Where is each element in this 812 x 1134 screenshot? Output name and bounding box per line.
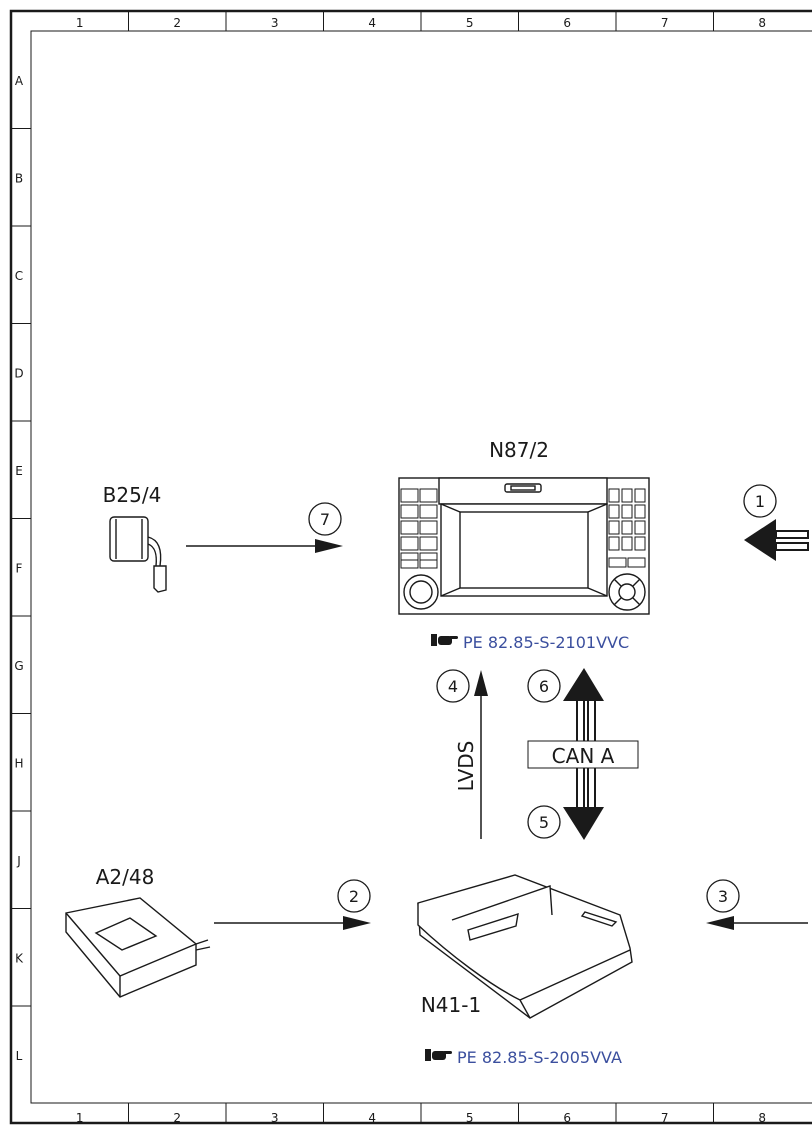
svg-text:1: 1 <box>755 492 765 511</box>
can-a-bus: CAN A <box>527 668 639 840</box>
column-label-5: 5 <box>466 1111 474 1125</box>
row-label-L: L <box>16 1049 23 1063</box>
media-interface-icon <box>417 874 633 1019</box>
connection-7: 7 <box>308 502 342 536</box>
connection-6: 6 <box>527 669 561 703</box>
column-label-3: 3 <box>271 16 279 30</box>
svg-text:5: 5 <box>539 813 549 832</box>
n41-1-label: N41-1 <box>421 993 481 1017</box>
column-label-1: 1 <box>76 16 84 30</box>
n41-1-component[interactable]: N41-1 PE 82.85-S-2005VVA <box>417 874 633 1067</box>
n41-1-reference-link[interactable]: PE 82.85-S-2005VVA <box>425 1048 622 1067</box>
can-a-label: CAN A <box>552 744 615 768</box>
b25-4-label: B25/4 <box>103 483 162 507</box>
n87-2-reference-link[interactable]: PE 82.85-S-2101VVC <box>431 633 629 652</box>
column-label-4: 4 <box>368 1111 376 1125</box>
pointing-hand-icon <box>425 1049 452 1061</box>
connection-3: 3 <box>706 879 740 913</box>
svg-text:3: 3 <box>718 887 728 906</box>
column-label-8: 8 <box>758 16 766 30</box>
row-label-H: H <box>14 756 23 770</box>
svg-text:7: 7 <box>320 510 330 529</box>
row-label-D: D <box>14 366 23 380</box>
column-label-5: 5 <box>466 16 474 30</box>
column-label-1: 1 <box>76 1111 84 1125</box>
column-label-6: 6 <box>563 1111 571 1125</box>
row-label-F: F <box>16 561 23 575</box>
lvds-label: LVDS <box>454 741 478 792</box>
connection-4: 4 <box>436 669 470 703</box>
module-icon <box>65 897 211 998</box>
connection-1: 1 <box>743 484 777 518</box>
column-label-2: 2 <box>173 16 181 30</box>
n87-2-label: N87/2 <box>489 438 549 462</box>
row-label-G: G <box>14 659 23 673</box>
column-label-7: 7 <box>661 16 669 30</box>
connection-5: 5 <box>527 805 561 839</box>
grid-dividers <box>11 11 714 1123</box>
n87-2-reference: PE 82.85-S-2101VVC <box>463 633 629 652</box>
column-label-8: 8 <box>758 1111 766 1125</box>
column-label-2: 2 <box>173 1111 181 1125</box>
sensor-icon <box>109 516 167 593</box>
n41-1-reference: PE 82.85-S-2005VVA <box>457 1048 622 1067</box>
n87-2-component[interactable]: N87/2 <box>398 438 650 652</box>
svg-text:4: 4 <box>448 677 458 696</box>
drawing-frame <box>9 9 812 1125</box>
column-label-6: 6 <box>563 16 571 30</box>
row-label-C: C <box>15 269 23 283</box>
b25-4-component[interactable]: B25/4 <box>103 483 167 593</box>
row-label-A: A <box>15 74 24 88</box>
row-label-E: E <box>15 464 23 478</box>
row-label-J: J <box>16 854 21 868</box>
row-label-K: K <box>15 951 24 965</box>
column-label-3: 3 <box>271 1111 279 1125</box>
head-unit-icon <box>398 477 650 615</box>
row-label-B: B <box>15 171 23 185</box>
a2-48-label: A2/48 <box>96 865 155 889</box>
connection-2: 2 <box>337 879 371 913</box>
column-label-4: 4 <box>368 16 376 30</box>
svg-text:6: 6 <box>539 677 549 696</box>
column-label-7: 7 <box>661 1111 669 1125</box>
svg-text:2: 2 <box>349 887 359 906</box>
pointing-hand-icon <box>431 634 458 646</box>
a2-48-component[interactable]: A2/48 <box>65 865 211 998</box>
